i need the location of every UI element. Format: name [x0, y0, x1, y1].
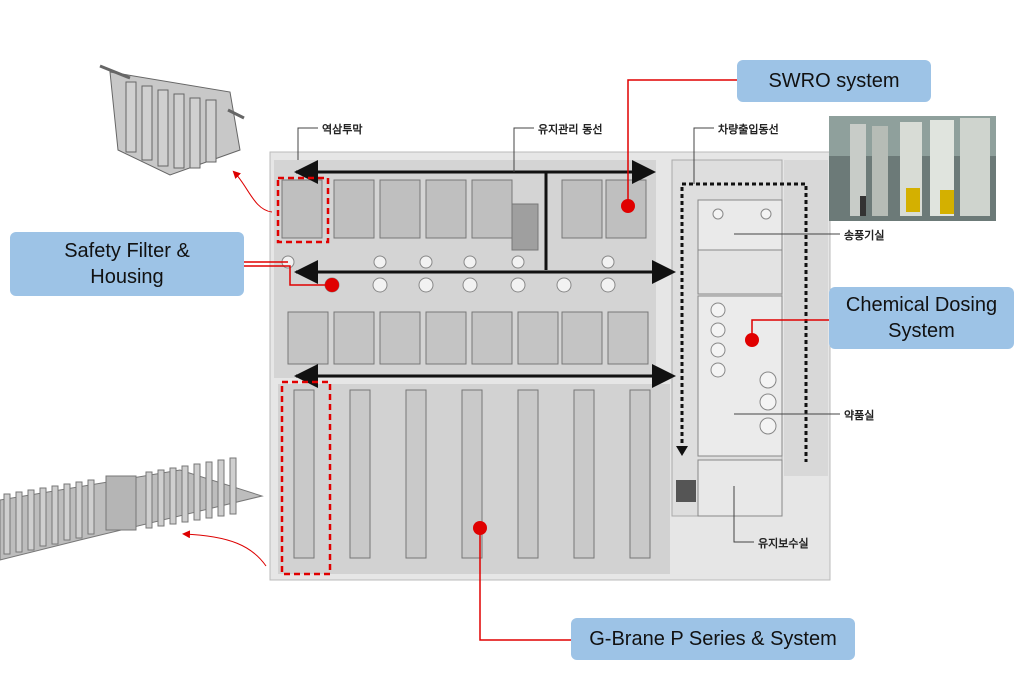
- gbrane-highlight: [280, 380, 332, 576]
- label-vehicle-route: 차량출입동선: [718, 123, 779, 136]
- label-ro-membrane: 역삼투막: [322, 123, 363, 136]
- callout-gbrane: G-Brane P Series & System: [571, 618, 855, 660]
- callout-swro-label: SWRO system: [768, 70, 900, 92]
- callout-chemical-dosing: Chemical Dosing System: [829, 287, 1014, 349]
- route-arrows: [294, 160, 676, 388]
- callout-safety-filter: Safety Filter & Housing: [10, 232, 244, 296]
- callout-safety-filter-label: Safety Filter & Housing: [64, 240, 190, 288]
- label-chemical-room: 약품실: [844, 409, 875, 422]
- swro-photo: [829, 116, 996, 221]
- vehicle-route-path: [680, 182, 808, 462]
- callout-chemical-dosing-label: Chemical Dosing System: [845, 294, 998, 342]
- safety-filter-highlight: [276, 176, 330, 244]
- gbrane-skid-image: [0, 457, 264, 561]
- red-markers: [325, 199, 759, 535]
- label-blower-room: 송풍기실: [844, 229, 885, 242]
- callout-swro-system: SWRO system: [737, 60, 931, 102]
- filter-housing-image: [99, 64, 245, 176]
- gbrane-columns: [293, 389, 651, 559]
- callout-gbrane-label: G-Brane P Series & System: [589, 628, 837, 650]
- ro-racks-middle: [287, 311, 649, 365]
- label-maintenance-room: 유지보수실: [758, 537, 809, 550]
- chemical-tanks: [710, 208, 777, 435]
- label-maintenance-route: 유지관리 동선: [538, 123, 603, 136]
